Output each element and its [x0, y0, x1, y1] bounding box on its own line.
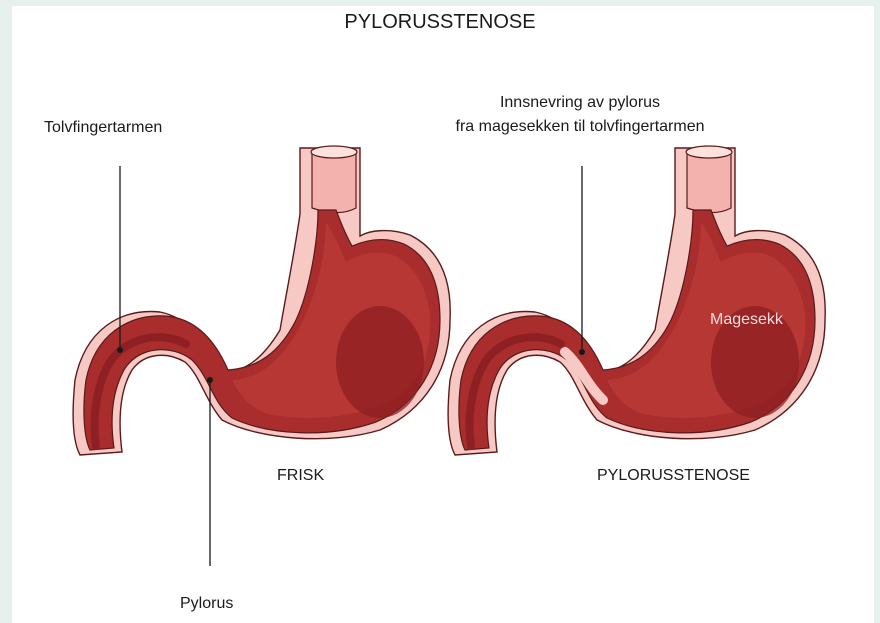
- healthy-stomach: [73, 146, 450, 455]
- narrowing-leader-dot: [579, 349, 585, 355]
- duodenum-label: Tolvfingertarmen: [44, 118, 162, 138]
- figure-title: PYLORUSSTENOSE: [0, 12, 880, 32]
- stomach-label: Magesekk: [710, 310, 783, 330]
- duodenum-leader-dot: [117, 347, 123, 353]
- pylorus-label: Pylorus: [180, 594, 233, 614]
- narrowing-label-line1: Innsnevring av pylorus: [410, 93, 750, 113]
- stenosis-caption: PYLORUSSTENOSE: [597, 466, 750, 486]
- pylorus-leader-dot: [207, 377, 213, 383]
- stenosis-stomach: [448, 146, 825, 455]
- healthy-caption: FRISK: [277, 466, 324, 486]
- narrowing-label-line2: fra magesekken til tolvfingertarmen: [410, 117, 750, 137]
